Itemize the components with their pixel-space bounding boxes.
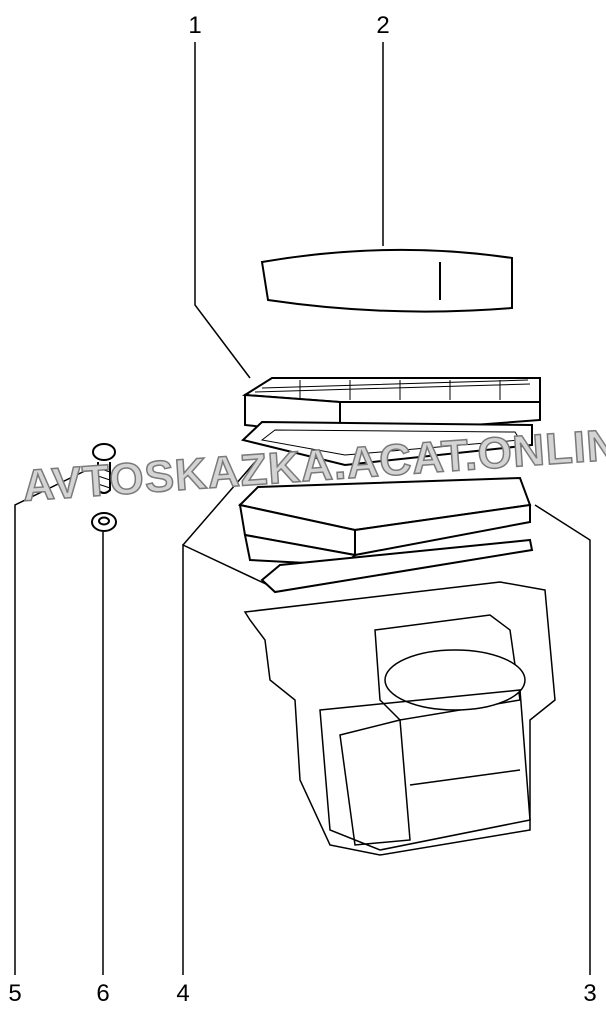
- filter-cover-part: [260, 248, 513, 313]
- blower-housing-part: [243, 581, 556, 856]
- leader-line-5: [14, 465, 96, 975]
- upper-gasket-part: [240, 420, 533, 467]
- leader-line-3: [534, 504, 591, 975]
- callout-6: 6: [96, 980, 110, 1007]
- lower-gasket-part: [260, 538, 534, 594]
- washer-part: [91, 512, 117, 532]
- callout-4: 4: [176, 980, 190, 1007]
- callout-1: 1: [188, 12, 202, 39]
- leader-line-1: [194, 42, 251, 379]
- callout-5: 5: [8, 980, 22, 1007]
- filter-housing-part: [237, 476, 532, 567]
- leader-line-4a: [182, 543, 269, 975]
- screw-part: [92, 443, 116, 494]
- callout-2: 2: [376, 12, 390, 39]
- leader-line-4b: [182, 461, 256, 546]
- leader-lines: [14, 42, 591, 975]
- callout-3: 3: [583, 980, 597, 1007]
